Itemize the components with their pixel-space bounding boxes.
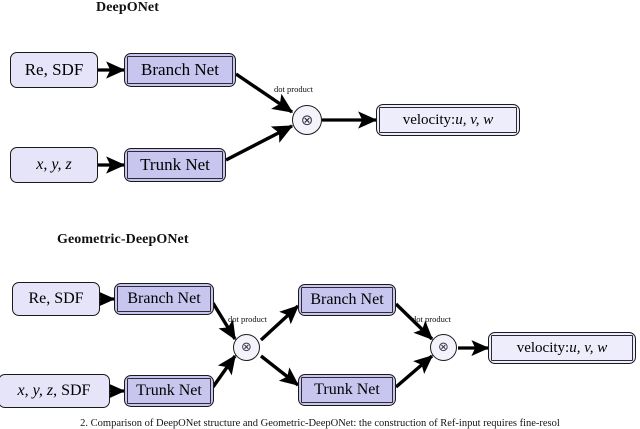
node-label: Trunk Net: [140, 155, 210, 174]
node-label: Branch Net: [127, 290, 201, 307]
node-input-re-sdf-top[interactable]: Re, SDF: [10, 52, 98, 88]
node-label-math: x, y, z: [17, 382, 54, 399]
node-label-prefix: velocity:: [402, 111, 456, 128]
figure-caption: 2. Comparison of DeepONet structure and …: [80, 418, 560, 429]
edge-bot-dot1-to-trunk2: [259, 354, 300, 387]
node-input-xyz-sdf-bottom[interactable]: x, y, z, SDF: [0, 374, 110, 408]
otimes-icon: ⊗: [300, 110, 314, 129]
diagram-title-geometric-deeponet: Geometric-DeepONet: [57, 232, 189, 247]
node-branch-net-2-bottom[interactable]: Branch Net: [298, 284, 396, 316]
node-label: Branch Net: [310, 291, 384, 308]
edge-top-trunk-to-dot: [225, 124, 294, 162]
node-trunk-net-2-bottom[interactable]: Trunk Net: [298, 374, 396, 406]
node-label: Trunk Net: [314, 381, 380, 398]
otimes-icon: ⊗: [438, 340, 449, 355]
dot-product-label-top: dot product: [274, 84, 313, 94]
node-trunk-net-top[interactable]: Trunk Net: [124, 148, 226, 182]
node-label-math: u, v, w: [569, 339, 608, 356]
node-output-velocity-top[interactable]: velocity: u, v, w: [376, 104, 520, 136]
node-dot-product-1-bottom[interactable]: ⊗: [233, 334, 260, 361]
node-label: Re, SDF: [24, 60, 84, 79]
node-label-math: u, v, w: [455, 111, 494, 128]
node-label-suffix: , SDF: [53, 382, 91, 399]
edge-bot-trunk2-to-dot2: [394, 354, 434, 389]
node-dot-product-top[interactable]: ⊗: [292, 105, 322, 135]
edge-bot-trunk1-to-dot1: [211, 354, 237, 388]
dot-product-label-1-bottom: dot product: [228, 314, 267, 324]
node-branch-net-top[interactable]: Branch Net: [124, 53, 236, 87]
diagram-title-deeponet: DeepONet: [96, 0, 160, 15]
node-branch-net-1-bottom[interactable]: Branch Net: [114, 283, 214, 315]
node-label: Trunk Net: [136, 382, 202, 399]
node-label: Branch Net: [141, 60, 219, 79]
node-label: Re, SDF: [28, 290, 84, 307]
otimes-icon: ⊗: [241, 340, 252, 355]
node-label: x, y, z: [36, 156, 72, 173]
node-trunk-net-1-bottom[interactable]: Trunk Net: [124, 375, 214, 407]
node-label-prefix: velocity:: [516, 339, 570, 356]
node-dot-product-2-bottom[interactable]: ⊗: [430, 334, 457, 361]
node-input-xyz-top[interactable]: x, y, z: [10, 147, 98, 183]
node-input-re-sdf-bottom[interactable]: Re, SDF: [12, 282, 100, 316]
dot-product-label-2-bottom: dot product: [412, 314, 451, 324]
node-output-velocity-bottom[interactable]: velocity: u, v, w: [488, 332, 636, 364]
